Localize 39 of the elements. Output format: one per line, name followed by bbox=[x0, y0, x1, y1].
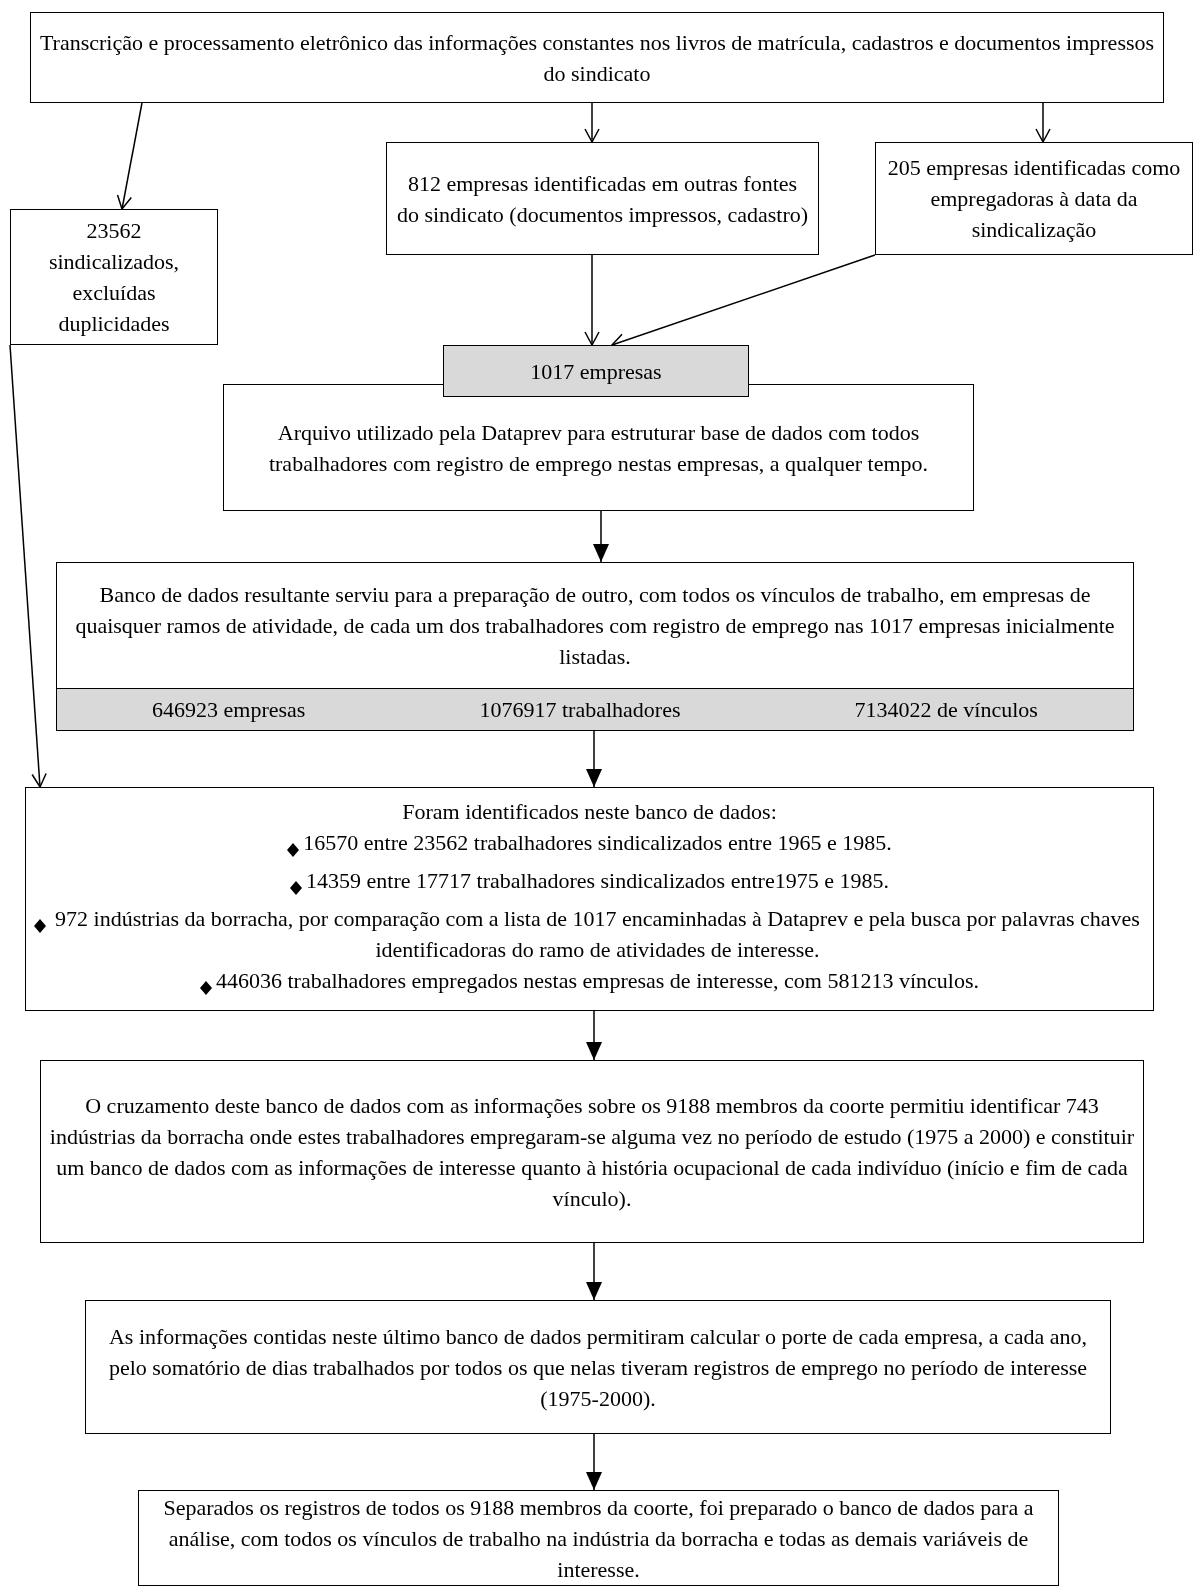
heading-text: Foram identificados neste banco de dados: bbox=[402, 797, 777, 826]
bullet-text: 446036 trabalhadores empregados nestas empresas de interesse, com 581213 vínculos. bbox=[215, 966, 980, 995]
bullet-text: 14359 entre 17717 trabalhadores sindicalizados entre1975 e 1985. bbox=[306, 866, 889, 895]
process-box bbox=[875, 142, 1193, 255]
box-text: 205 empresas identificadas como empregadoras à data da sindicalização bbox=[886, 154, 1182, 244]
arrow bbox=[9, 344, 47, 788]
arrow bbox=[116, 102, 143, 210]
process-box bbox=[386, 142, 819, 255]
box-text: 812 empresas identificadas em outras fontes do sindicato (documentos impressos, cadastro) bbox=[395, 169, 810, 229]
bullet-text: 972 indústrias da borracha, por comparação com a lista de 1017 encaminhadas à Dataprev e pela busca por palavras chaves identificadoras do ramo de atividades de interesse. bbox=[54, 904, 1141, 964]
process-box bbox=[223, 384, 974, 511]
arrow bbox=[586, 1010, 602, 1061]
box-text: O cruzamento deste banco de dados com as informações sobre os 9188 membros da coorte permitiu identificar 743 indústrias da borracha onde estes trabalhadores empregaram-se alguma vez no período de estudo (1975 a 2000) e constituir um banco de dados com as informações de interesse quanto à história ocupacional de cada indivíduo (início e fim de cada vínculo). bbox=[49, 1091, 1135, 1213]
process-box bbox=[85, 1300, 1111, 1434]
bullet-text: 16570 entre 23562 trabalhadores sindicalizados entre 1965 e 1985. bbox=[303, 828, 892, 857]
arrow bbox=[584, 102, 600, 143]
shaded-header-box bbox=[443, 345, 749, 397]
box-text: As informações contidas neste último banco de dados permitiram calcular o porte de cada empresa, a cada ano, pelo somatório de dias trabalhados por todos os que nelas tiveram registros de emprego no período de interesse (1975-2000). bbox=[107, 1322, 1089, 1413]
process-box bbox=[40, 1060, 1144, 1243]
count-text: 7134022 de vínculos bbox=[854, 696, 1038, 724]
process-box bbox=[56, 562, 1134, 689]
box-text: 23562 sindicalizados, excluídas duplicidades bbox=[47, 217, 181, 338]
process-box bbox=[30, 12, 1164, 103]
box-text: 1017 empresas bbox=[530, 357, 662, 386]
shaded-totals-band bbox=[56, 688, 1134, 731]
arrow bbox=[584, 254, 600, 346]
box-text: Arquivo utilizado pela Dataprev para estruturar base de dados com todos trabalhadores com registro de emprego nestas empresas, a qualquer tempo. bbox=[267, 418, 930, 478]
arrow bbox=[586, 1433, 602, 1491]
box-text: Transcrição e processamento eletrônico das informações constantes nos livros de matrícula, cadastros e documentos impressos do sindicato bbox=[39, 28, 1155, 88]
arrow bbox=[586, 1242, 602, 1301]
arrow bbox=[586, 730, 602, 788]
process-box bbox=[25, 787, 1154, 1011]
count-text: 1076917 trabalhadores bbox=[479, 696, 681, 724]
process-box bbox=[10, 209, 218, 345]
arrow bbox=[1035, 102, 1051, 143]
box-text: Separados os registros de todos os 9188 membros da coorte, foi preparado o banco de dados para a análise, com todos os vínculos de trabalho na indústria da borracha e todas as demais variáveis de interesse. bbox=[162, 1493, 1035, 1584]
count-text: 646923 empresas bbox=[152, 696, 306, 724]
arrow bbox=[593, 510, 609, 563]
box-text: Banco de dados resultante serviu para a preparação de outro, com todos os vínculos de trabalho, em empresas de quaisquer ramos de atividade, de cada um dos trabalhadores com registro de emprego nas 1017 empresas inicialmente listadas. bbox=[74, 581, 1116, 671]
